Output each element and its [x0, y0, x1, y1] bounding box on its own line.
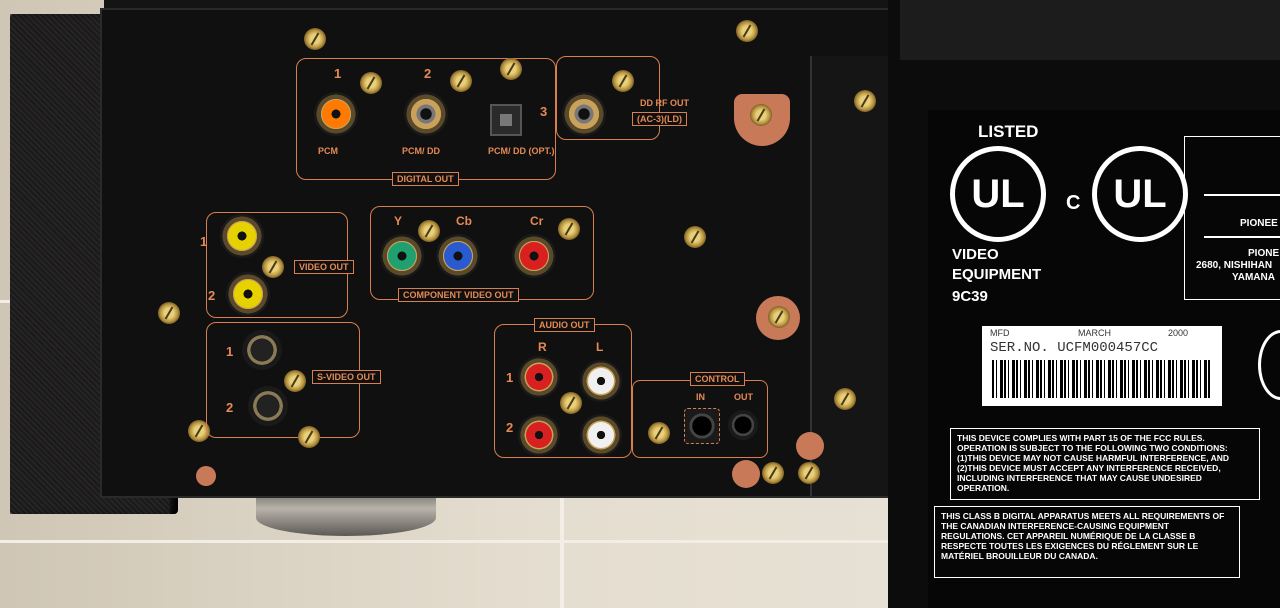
tile-grout [560, 496, 564, 608]
screw-icon [500, 58, 522, 80]
control-out-jack[interactable] [728, 410, 758, 440]
screw-icon [684, 226, 706, 248]
ul-logo: UL [950, 146, 1046, 242]
audio-row-number: 2 [506, 420, 514, 435]
control-label: CONTROL [690, 372, 745, 386]
component-jack-cb[interactable] [436, 234, 480, 278]
component-channel-label: Y [394, 214, 403, 228]
manufacturer-box [1184, 136, 1280, 300]
manufacturer-name-2: PIONE [1248, 248, 1280, 259]
screw-icon [612, 70, 634, 92]
audio-channel-label: R [538, 340, 547, 354]
screw-icon [450, 70, 472, 92]
screw-icon [768, 306, 790, 328]
c-ul-logo: UL [1092, 146, 1188, 242]
component-channel-label: Cb [456, 214, 472, 228]
screw-icon [750, 104, 772, 126]
s-video-jack-number: 2 [226, 400, 234, 415]
chassis-rail [810, 56, 902, 496]
ground-pad [196, 466, 216, 486]
screw-icon [854, 90, 876, 112]
screw-icon [560, 392, 582, 414]
divider [1204, 236, 1280, 238]
screw-icon [834, 388, 856, 410]
chassis-right-top [900, 0, 1280, 60]
manufacturer-name: PIONEE [1240, 218, 1278, 229]
screw-icon [284, 370, 306, 392]
component-video-out-label: COMPONENT VIDEO OUT [398, 288, 519, 302]
rf-out-jack[interactable] [562, 92, 606, 136]
category-code: 9C39 [952, 288, 988, 305]
jack-label: PCM/ DD [402, 146, 440, 156]
screw-icon [418, 220, 440, 242]
s-video-jack-1[interactable] [242, 330, 282, 370]
screw-icon [558, 218, 580, 240]
mfd-year: 2000 [1168, 328, 1189, 338]
coaxial-jack-1[interactable] [314, 92, 358, 136]
ground-pad [796, 432, 824, 460]
s-video-jack-number: 1 [226, 344, 234, 359]
screw-icon [298, 426, 320, 448]
jack-label: PCM [318, 146, 338, 156]
component-jack-y[interactable] [380, 234, 424, 278]
audio-out-2-left-jack[interactable] [580, 414, 622, 456]
screw-icon [262, 256, 284, 278]
video-out-jack-number: 1 [200, 234, 208, 249]
video-out-jack-1[interactable] [220, 214, 264, 258]
c-mark: C [1066, 192, 1081, 214]
s-video-out-label: S-VIDEO OUT [312, 370, 381, 384]
jack-label: PCM/ DD (OPT.) [488, 146, 555, 156]
control-port-label: IN [696, 392, 705, 402]
screw-icon [360, 72, 382, 94]
mfd-month: MARCH [1078, 328, 1111, 338]
screw-icon [158, 302, 180, 324]
component-channel-label: Cr [530, 214, 544, 228]
fcc-notice: THIS DEVICE COMPLIES WITH PART 15 OF THE… [950, 428, 1260, 500]
digital-out-label: DIGITAL OUT [392, 172, 459, 186]
listed-text: LISTED [978, 122, 1039, 141]
audio-row-number: 1 [506, 370, 514, 385]
rf-out-label: DD RF OUT [640, 98, 689, 108]
digital-out-jack-number: 3 [540, 104, 548, 119]
audio-out-2-right-jack[interactable] [518, 414, 560, 456]
category-line1: VIDEO [952, 246, 999, 263]
component-jack-cr[interactable] [512, 234, 556, 278]
screw-icon [304, 28, 326, 50]
screw-icon [762, 462, 784, 484]
screw-icon [188, 420, 210, 442]
screw-icon [736, 20, 758, 42]
screw-icon [648, 422, 670, 444]
video-out-label: VIDEO OUT [294, 260, 354, 274]
audio-out-label: AUDIO OUT [534, 318, 595, 332]
rf-out-outline [556, 56, 660, 140]
screw-icon [798, 462, 820, 484]
serial-number: SER.NO. UCFM000457CC [990, 340, 1159, 356]
address-line2: YAMANA [1232, 272, 1275, 283]
audio-out-1-left-jack[interactable] [580, 360, 622, 402]
barcode-bars [992, 360, 1210, 398]
address-line1: 2680, NISHIHAN [1196, 260, 1273, 271]
digital-out-jack-number: 2 [424, 66, 432, 81]
canada-notice: THIS CLASS B DIGITAL APPARATUS MEETS ALL… [934, 506, 1240, 578]
audio-channel-label: L [596, 340, 604, 354]
serial-barcode-sticker: MFD MARCH 2000 SER.NO. UCFM000457CC [982, 326, 1222, 406]
tile-grout [0, 540, 888, 543]
audio-out-1-right-jack[interactable] [518, 356, 560, 398]
digital-out-jack-number: 1 [334, 66, 342, 81]
coaxial-jack-2[interactable] [404, 92, 448, 136]
control-port-label: OUT [734, 392, 753, 402]
ground-pad [732, 460, 760, 488]
divider [1204, 194, 1280, 196]
video-out-jack-2[interactable] [226, 272, 270, 316]
category-line2: EQUIPMENT [952, 266, 1042, 283]
rf-out-sublabel: (AC-3)(LD) [632, 112, 687, 126]
mfd-label: MFD [990, 328, 1010, 338]
control-in-jack[interactable] [684, 408, 720, 444]
video-out-jack-number: 2 [208, 288, 216, 303]
s-video-jack-2[interactable] [248, 386, 288, 426]
optical-jack-3[interactable] [490, 104, 522, 136]
